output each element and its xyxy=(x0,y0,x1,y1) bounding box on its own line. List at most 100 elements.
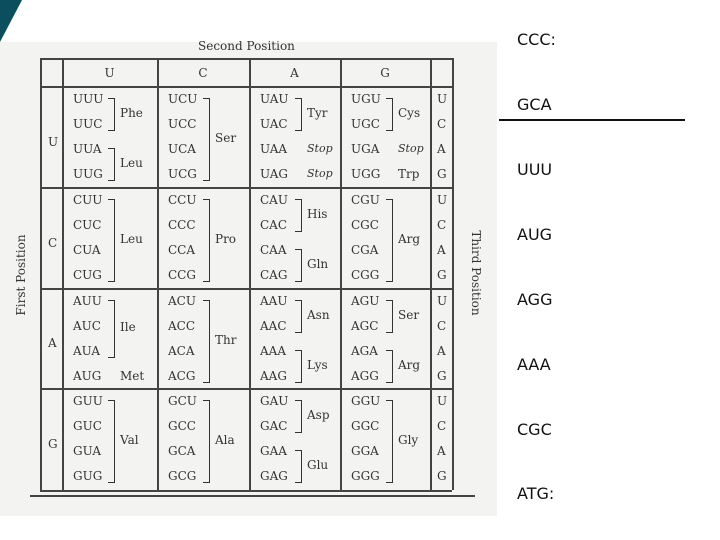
codon: GGC xyxy=(351,419,380,433)
amino-acid-gln: Gln xyxy=(307,256,329,271)
third-position-A: A xyxy=(437,344,446,358)
codon: AAC xyxy=(260,319,287,333)
bracket xyxy=(203,199,210,282)
codon: AAU xyxy=(260,294,288,308)
grid-line xyxy=(40,187,452,189)
bracket xyxy=(295,249,302,282)
third-position-G: G xyxy=(437,268,447,282)
bracket xyxy=(386,199,393,282)
amino-acid-val: Val xyxy=(120,432,139,447)
codon: UGG xyxy=(351,167,381,181)
grid-line xyxy=(452,58,454,490)
grid-line xyxy=(40,490,452,492)
third-position-U: U xyxy=(437,92,448,106)
grid-line xyxy=(340,58,342,490)
bracket xyxy=(108,400,115,483)
amino-acid-met: Met xyxy=(120,369,145,383)
codon: AGA xyxy=(351,344,378,358)
amino-acid-arg: Arg xyxy=(398,357,421,372)
codon-list-item: GCA xyxy=(517,95,552,114)
codon: AUG xyxy=(73,369,102,383)
stop-codon-label: Stop xyxy=(307,142,333,155)
third-position-G: G xyxy=(437,167,447,181)
codon: UCA xyxy=(168,142,196,156)
amino-acid-leu: Leu xyxy=(120,231,143,246)
third-position-A: A xyxy=(437,444,446,458)
codon: UUA xyxy=(73,142,102,156)
codon: GCC xyxy=(168,419,196,433)
codon: UGA xyxy=(351,142,380,156)
column-header-C: C xyxy=(198,66,208,80)
codon: UUU xyxy=(73,92,104,106)
codon: GCG xyxy=(168,469,197,483)
codon: UAG xyxy=(260,167,288,181)
codon: CUA xyxy=(73,243,101,257)
amino-acid-trp: Trp xyxy=(398,167,420,181)
amino-acid-lys: Lys xyxy=(307,357,328,372)
third-position-C: C xyxy=(437,419,447,433)
bracket xyxy=(295,350,302,383)
bracket xyxy=(386,350,393,383)
codon: CAG xyxy=(260,268,288,282)
codon-list-item: UUU xyxy=(517,160,553,179)
codon: CGA xyxy=(351,243,379,257)
codon: ACA xyxy=(168,344,195,358)
codon: GGU xyxy=(351,394,381,408)
amino-acid-ala: Ala xyxy=(215,432,235,447)
third-position-C: C xyxy=(437,218,447,232)
column-header-U: U xyxy=(104,66,115,80)
row-header-G: G xyxy=(48,437,58,451)
codon: CAU xyxy=(260,193,288,207)
codon: CUU xyxy=(73,193,103,207)
amino-acid-arg: Arg xyxy=(398,231,421,246)
codon: UUG xyxy=(73,167,103,181)
codon: UCU xyxy=(168,92,198,106)
third-position-C: C xyxy=(437,319,447,333)
bracket xyxy=(108,148,115,181)
stop-codon-label: Stop xyxy=(398,142,424,155)
bracket xyxy=(108,300,115,358)
bracket xyxy=(295,199,302,232)
codon: ACG xyxy=(168,369,196,383)
row-header-C: C xyxy=(48,235,58,250)
amino-acid-gly: Gly xyxy=(398,432,419,447)
bracket xyxy=(386,98,393,131)
third-position-A: A xyxy=(437,243,446,257)
third-position-A: A xyxy=(437,142,446,156)
codon: GUA xyxy=(73,444,101,458)
codon: ACU xyxy=(168,294,196,308)
amino-acid-asn: Asn xyxy=(307,307,330,322)
column-header-A: A xyxy=(290,66,299,80)
bracket xyxy=(295,400,302,433)
third-position-G: G xyxy=(437,469,447,483)
grid-line xyxy=(62,58,64,490)
codon-list-item: AAA xyxy=(517,355,551,374)
amino-acid-his: His xyxy=(307,206,328,221)
codon: CCC xyxy=(168,218,196,232)
bracket xyxy=(203,98,210,181)
grid-line xyxy=(249,58,251,490)
codon: UUC xyxy=(73,117,103,131)
codon-list-item: CCC: xyxy=(517,30,556,49)
grid-line xyxy=(40,86,452,88)
stop-codon-label: Stop xyxy=(307,167,333,180)
bracket xyxy=(386,400,393,483)
codon: AAG xyxy=(260,369,287,383)
bracket xyxy=(386,300,393,333)
codon: AGG xyxy=(351,369,379,383)
codon: AUC xyxy=(73,319,101,333)
grid-line xyxy=(40,388,452,390)
codon-list-item: AUG xyxy=(517,225,553,244)
third-position-U: U xyxy=(437,294,448,308)
codon: GUG xyxy=(73,469,103,483)
codon: GAA xyxy=(260,444,287,458)
codon: GCA xyxy=(168,444,196,458)
codon: GGA xyxy=(351,444,379,458)
amino-acid-pro: Pro xyxy=(215,231,237,246)
grid-line xyxy=(30,495,475,497)
bracket xyxy=(295,98,302,131)
amino-acid-leu: Leu xyxy=(120,155,143,170)
bracket xyxy=(108,199,115,282)
genetic-code-table-image xyxy=(0,42,497,516)
codon-list-item: CGC xyxy=(517,420,552,439)
